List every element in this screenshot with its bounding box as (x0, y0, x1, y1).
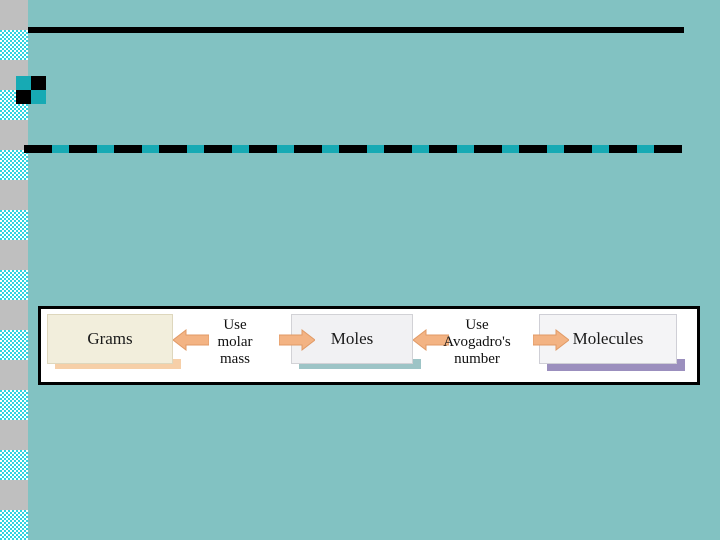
node-moles-label: Moles (330, 329, 374, 348)
connector-label-avogadro-line-2: Avogadro's (443, 334, 511, 350)
dash-segment-1 (69, 145, 97, 153)
connector-label-avogadro-line-3: number (454, 351, 500, 367)
strip-band-1 (0, 30, 28, 60)
dash-segment-2 (114, 145, 142, 153)
dashed-horizontal-rule (24, 145, 682, 153)
arrow-right-avogadro (532, 328, 570, 356)
grams-box-shadow (55, 359, 181, 369)
left-decorative-strip (0, 0, 28, 540)
dash-segment-8 (384, 145, 412, 153)
conversion-diagram-frame: Grams Moles Molecules (38, 306, 700, 385)
connector-label-molar-mass-line-3: mass (220, 351, 250, 367)
node-grams-label: Grams (87, 329, 133, 348)
dash-segment-10 (474, 145, 502, 153)
strip-band-9 (0, 270, 28, 300)
strip-band-12 (0, 360, 28, 390)
dash-segment-6 (294, 145, 322, 153)
dash-segment-12 (564, 145, 592, 153)
connector-label-molar-mass: Use molar mass (191, 317, 279, 368)
connector-label-molar-mass-line-2: molar (217, 334, 253, 350)
moles-box-shadow (299, 359, 421, 369)
strip-band-14 (0, 420, 28, 450)
strip-band-16 (0, 480, 28, 510)
strip-band-4 (0, 120, 28, 150)
connector-label-molar-mass-line-1: Use (223, 317, 247, 333)
arrow-right-molar-mass (278, 328, 316, 356)
strip-band-8 (0, 240, 28, 270)
strip-band-6 (0, 180, 28, 210)
checker-cell-bottom-left (16, 90, 31, 104)
dash-segment-7 (339, 145, 367, 153)
strip-band-15 (0, 450, 28, 480)
strip-band-5 (0, 150, 28, 180)
checkered-square-bullet (16, 76, 46, 104)
dash-segment-11 (519, 145, 547, 153)
strip-band-3 (0, 90, 28, 120)
strip-band-10 (0, 300, 28, 330)
node-grams: Grams (47, 314, 173, 364)
conversion-diagram: Grams Moles Molecules (41, 309, 697, 382)
strip-band-11 (0, 330, 28, 360)
node-molecules-label: Molecules (572, 329, 644, 348)
dash-segment-4 (204, 145, 232, 153)
strip-band-7 (0, 210, 28, 240)
checker-cell-top-right (31, 76, 46, 90)
dash-segment-3 (159, 145, 187, 153)
dash-segment-9 (429, 145, 457, 153)
connector-label-avogadro-line-1: Use (465, 317, 489, 333)
checker-cell-bottom-right (31, 90, 46, 104)
strip-band-17 (0, 510, 28, 540)
dash-segment-5 (249, 145, 277, 153)
dash-segment-0 (24, 145, 52, 153)
checker-cell-top-left (16, 76, 31, 90)
dash-segment-13 (609, 145, 637, 153)
connector-label-avogadro: Use Avogadro's number (419, 317, 535, 368)
dash-segment-14 (654, 145, 682, 153)
strip-band-13 (0, 390, 28, 420)
strip-band-0 (0, 0, 28, 30)
top-horizontal-rule (28, 27, 684, 33)
